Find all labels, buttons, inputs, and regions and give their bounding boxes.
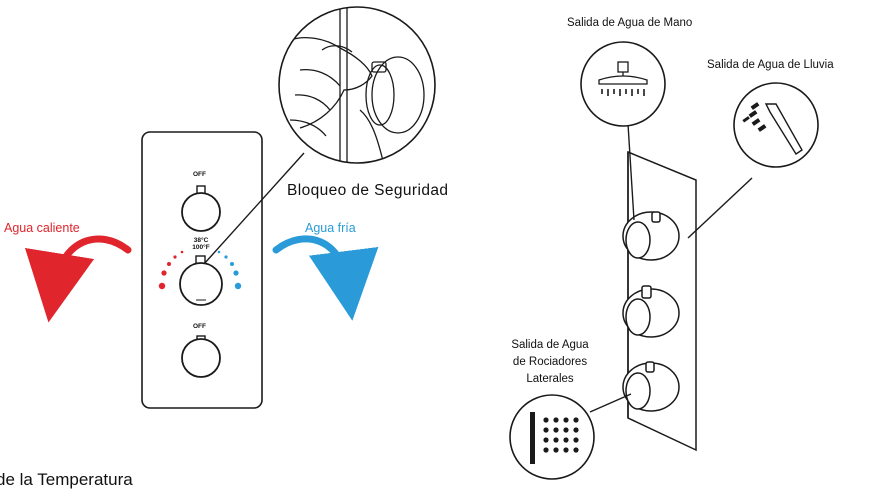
side-spray-nozzles-icon [509,394,595,480]
bottom-diverter-knob [181,335,221,378]
hot-water-label: Agua caliente [4,221,80,235]
safety-lock-zoom [278,6,436,164]
outlet-rain-label: Salida de Agua de Lluvia [707,59,834,71]
off-label-top: OFF [193,171,206,178]
side-knob-1 [622,211,680,261]
side-knob-2 [622,285,680,338]
front-control-panel [141,131,305,409]
cold-water-label: Agua fría [305,221,356,235]
outlet-side-label-line-1: Salida de Agua [511,339,589,351]
outlet-side-label: Salida de Agua de Rociadores Laterales [506,337,594,388]
bottom-cut-text: de la Temperatura [0,470,133,489]
side-view-valve [622,150,697,452]
outlet-side-label-line-3: Laterales [526,373,574,385]
rain-shower-head-icon [580,41,666,127]
hot-scale-dots [158,250,184,290]
outlet-side-label-line-2: de Rociadores [512,356,588,368]
safety-lock-leader [203,152,305,265]
temperature-mark: 38°C 100°F [192,237,210,251]
leader-lines [589,123,753,413]
hand-shower-icon [733,82,819,168]
outlet-hand-label: Salida de Agua de Mano [567,17,693,29]
cold-arrow-icon [272,235,379,321]
hot-arrow-icon [24,235,132,323]
cold-scale-dots [217,250,242,290]
side-knob-3 [622,361,680,412]
safety-lock-label: Bloqueo de Seguridad [287,182,449,199]
thermostat-knob [179,255,223,306]
top-diverter-knob [181,185,221,232]
off-label-bottom: OFF [193,323,206,330]
